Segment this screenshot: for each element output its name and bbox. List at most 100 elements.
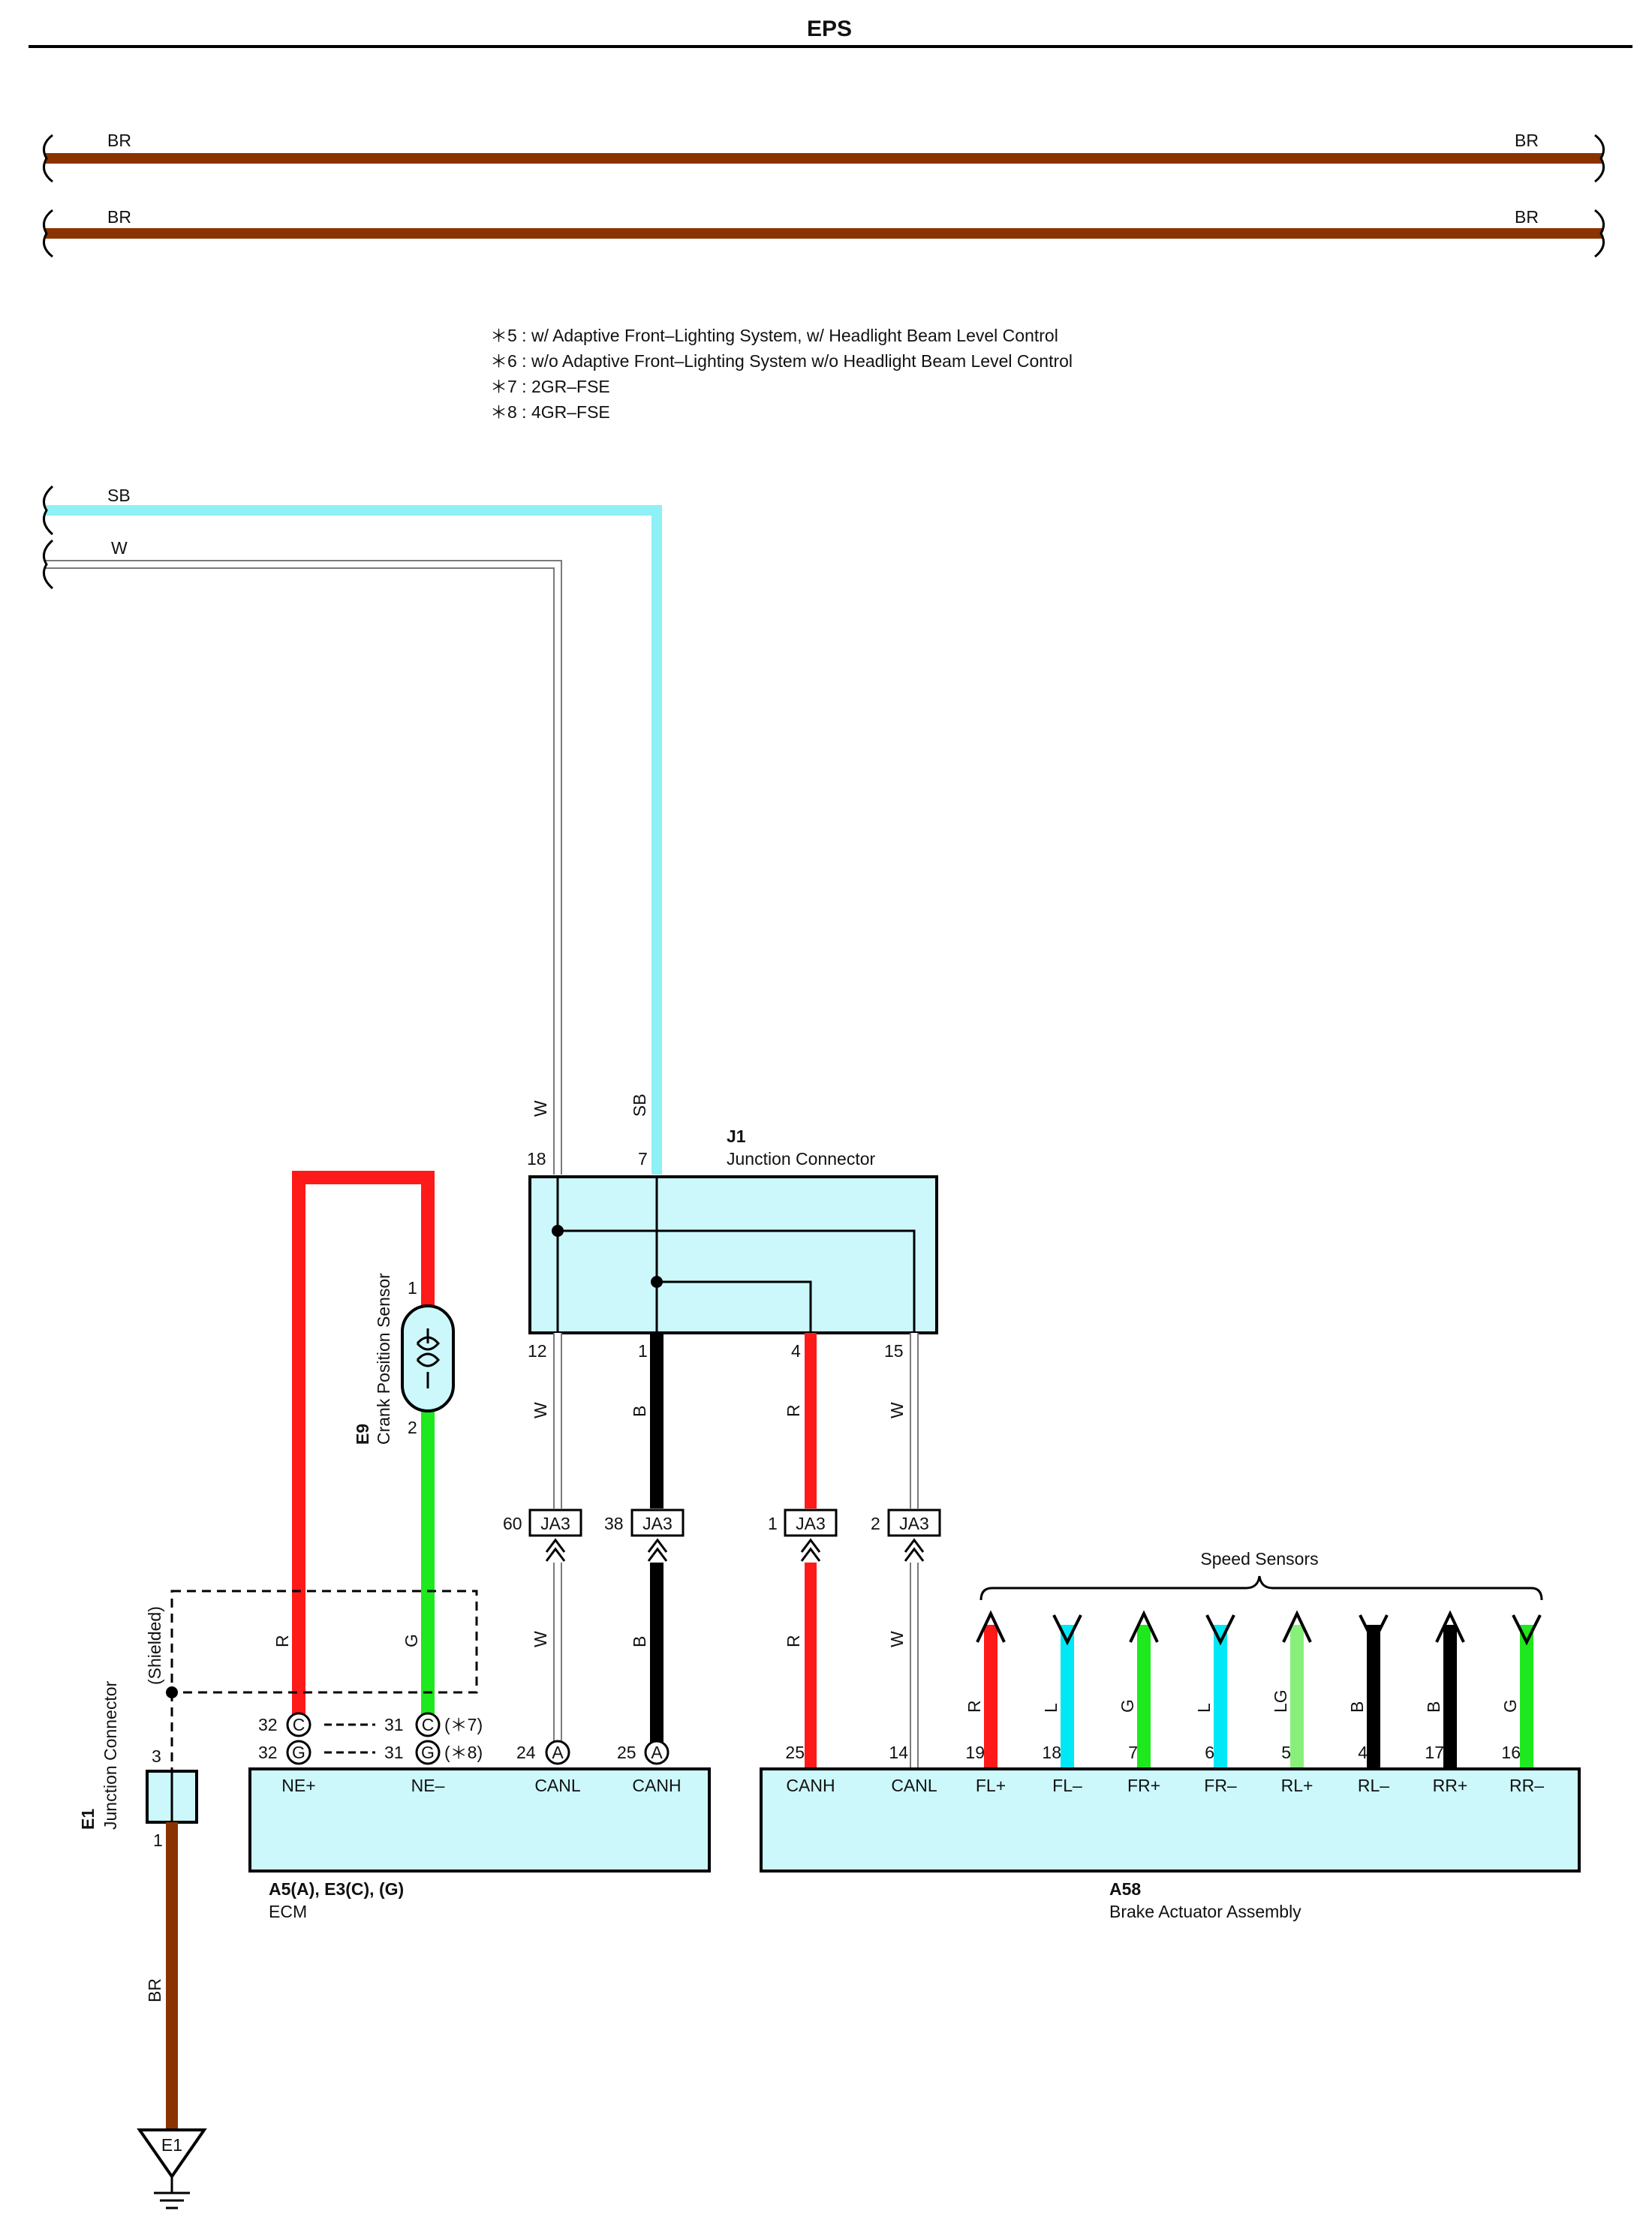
ecm-pins: C 32 G 32 31 C (＊7) 31 G (＊8) A 24 A 25 (258, 1712, 670, 1765)
a58-pin-2: 19 (965, 1743, 985, 1762)
br-wire-2-right-label: BR (1515, 207, 1539, 227)
ja3-60-code: JA3 (540, 1514, 570, 1533)
shield: (Shielded) R G (145, 1590, 478, 1771)
ecm-pin-25-conn: A (651, 1743, 663, 1762)
a58-pin-7: 4 (1358, 1743, 1368, 1762)
a58-term-0: CANH (786, 1776, 835, 1795)
e9-pin-1: 1 (408, 1278, 417, 1298)
sensor-wire-label-2: R (964, 1700, 984, 1713)
ja3-38-wire-label: B (630, 1636, 649, 1647)
e1-junction-connector: 3 1 E1 Junction Connector BR E1 (78, 1680, 207, 2209)
ja3-60: JA3 60 (503, 1509, 582, 1537)
arrow-down-icon (1205, 1614, 1235, 1646)
j1-pin-7: 7 (638, 1149, 648, 1169)
ecm-pin-32c-conn: C (293, 1715, 305, 1734)
sensor-wire-label-8: B (1424, 1701, 1443, 1713)
br-wire-2: BR BR (42, 207, 1605, 258)
a58-pin-1: 14 (889, 1743, 908, 1762)
ecm-pin-24-conn: A (552, 1743, 564, 1762)
a58-brake-actuator: A58 Brake Actuator Assembly CANH25CANL14… (760, 1743, 1581, 1921)
speed-sensors-label: Speed Sensors (1200, 1549, 1318, 1569)
e9-name: Crank Position Sensor (374, 1273, 393, 1445)
shield-g-label: G (402, 1634, 421, 1647)
e1-wire-label: BR (145, 1978, 164, 2002)
note-5: ＊5 : w/ Adaptive Front–Lighting System, … (490, 326, 1058, 345)
ecm-box: NE+ NE– CANL CANH A5(A), E3(C), (G) ECM (248, 1767, 711, 1921)
ecm-name: ECM (269, 1902, 307, 1921)
sensor-wire-label-5: L (1194, 1703, 1214, 1713)
sensor-wire-label-7: B (1347, 1701, 1367, 1713)
ecm-pin-31c-num: 31 (384, 1715, 404, 1734)
arrow-down-icon (1512, 1614, 1542, 1646)
br-wire-1-left-label: BR (107, 131, 131, 150)
ecm-pin-31c-conn: C (422, 1715, 435, 1734)
j1-junction-connector: J1 Junction Connector 18 7 12 1 4 15 (527, 1127, 938, 1361)
j1-name: Junction Connector (727, 1149, 876, 1169)
ja3-60-wire-label: W (531, 1631, 550, 1647)
ecm-pin-32g-conn: G (292, 1743, 305, 1762)
sb-wire-label: SB (107, 486, 131, 505)
ja3-chevrons (545, 1538, 925, 1562)
a58-term-5: FR– (1204, 1776, 1237, 1795)
j1-r-4-label: R (784, 1404, 803, 1417)
ecm-term-ne-minus: NE– (411, 1776, 445, 1795)
a58-term-8: RR+ (1433, 1776, 1468, 1795)
ja3-60-pin: 60 (503, 1514, 522, 1533)
ecm-pin-32c-num: 32 (258, 1715, 278, 1734)
e1-pin-3: 3 (152, 1746, 161, 1766)
ecm-pin-31g-conn: G (421, 1743, 435, 1762)
ecm-code: A5(A), E3(C), (G) (269, 1879, 404, 1899)
ecm-term-canl: CANL (534, 1776, 581, 1795)
a58-pin-6: 5 (1281, 1743, 1291, 1762)
a58-term-7: RL– (1358, 1776, 1389, 1795)
j1-pin-1: 1 (638, 1341, 648, 1361)
ja3-1: JA3 1 (768, 1509, 838, 1537)
j1-pin-18: 18 (527, 1149, 546, 1169)
e9-code: E9 (353, 1424, 372, 1445)
notes: ＊5 : w/ Adaptive Front–Lighting System, … (490, 326, 1073, 422)
j1-pin-4: 4 (791, 1341, 801, 1361)
ecm-pin-25-num: 25 (617, 1743, 636, 1762)
ja3-1-code: JA3 (796, 1514, 826, 1533)
shield-r-label: R (272, 1635, 292, 1647)
w-wire-label: W (111, 538, 128, 558)
ja3-1-wire-label: R (784, 1635, 803, 1647)
page-title: EPS (807, 17, 852, 41)
a58-pin-9: 16 (1501, 1743, 1521, 1762)
a58-code: A58 (1109, 1879, 1141, 1899)
a58-term-2: FL+ (976, 1776, 1006, 1795)
sensor-wire-label-4: G (1118, 1699, 1137, 1713)
a58-terminals: CANH25CANL14FL+19FL–18FR+7FR–6RL+5RL–4RR… (785, 1743, 1544, 1795)
a58-term-9: RR– (1509, 1776, 1544, 1795)
ja3-2-pin: 2 (871, 1514, 880, 1533)
br-wire-1: BR BR (42, 131, 1605, 183)
a58-term-3: FL– (1052, 1776, 1082, 1795)
speed-sensors-bracket: Speed Sensors (979, 1549, 1543, 1601)
ja3-38: JA3 38 (604, 1509, 685, 1537)
ground-icon (137, 2128, 207, 2179)
a58-term-6: RL+ (1281, 1776, 1313, 1795)
ecm-pin-31g-note: (＊8) (444, 1743, 483, 1762)
ja3-2-wire-label: W (887, 1631, 907, 1647)
ecm-pin-32g-num: 32 (258, 1743, 278, 1762)
a58-pin-3: 18 (1042, 1743, 1061, 1762)
e1-name: Junction Connector (101, 1680, 120, 1830)
arrow-up-icon (976, 1610, 1006, 1643)
ja3-38-code: JA3 (642, 1514, 673, 1533)
a58-pin-5: 6 (1205, 1743, 1214, 1762)
ja3-2-code: JA3 (899, 1514, 929, 1533)
w-wire-j1-label: W (531, 1100, 550, 1117)
ja3-38-pin: 38 (604, 1514, 624, 1533)
br-wire-1-right-label: BR (1515, 131, 1539, 150)
a58-pin-4: 7 (1128, 1743, 1138, 1762)
note-7: ＊7 : 2GR–FSE (490, 377, 610, 396)
sensor-wire-label-6: LG (1271, 1689, 1290, 1713)
sb-wire: SB SB (42, 485, 662, 1175)
arrow-down-icon (1359, 1614, 1389, 1646)
j1-pin-15: 15 (884, 1341, 904, 1361)
ecm-pin-24-num: 24 (516, 1743, 536, 1762)
arrow-up-icon (1282, 1610, 1312, 1643)
ground-label: E1 (161, 2135, 182, 2155)
j1-lower-wires: W B R W (531, 1333, 919, 1509)
